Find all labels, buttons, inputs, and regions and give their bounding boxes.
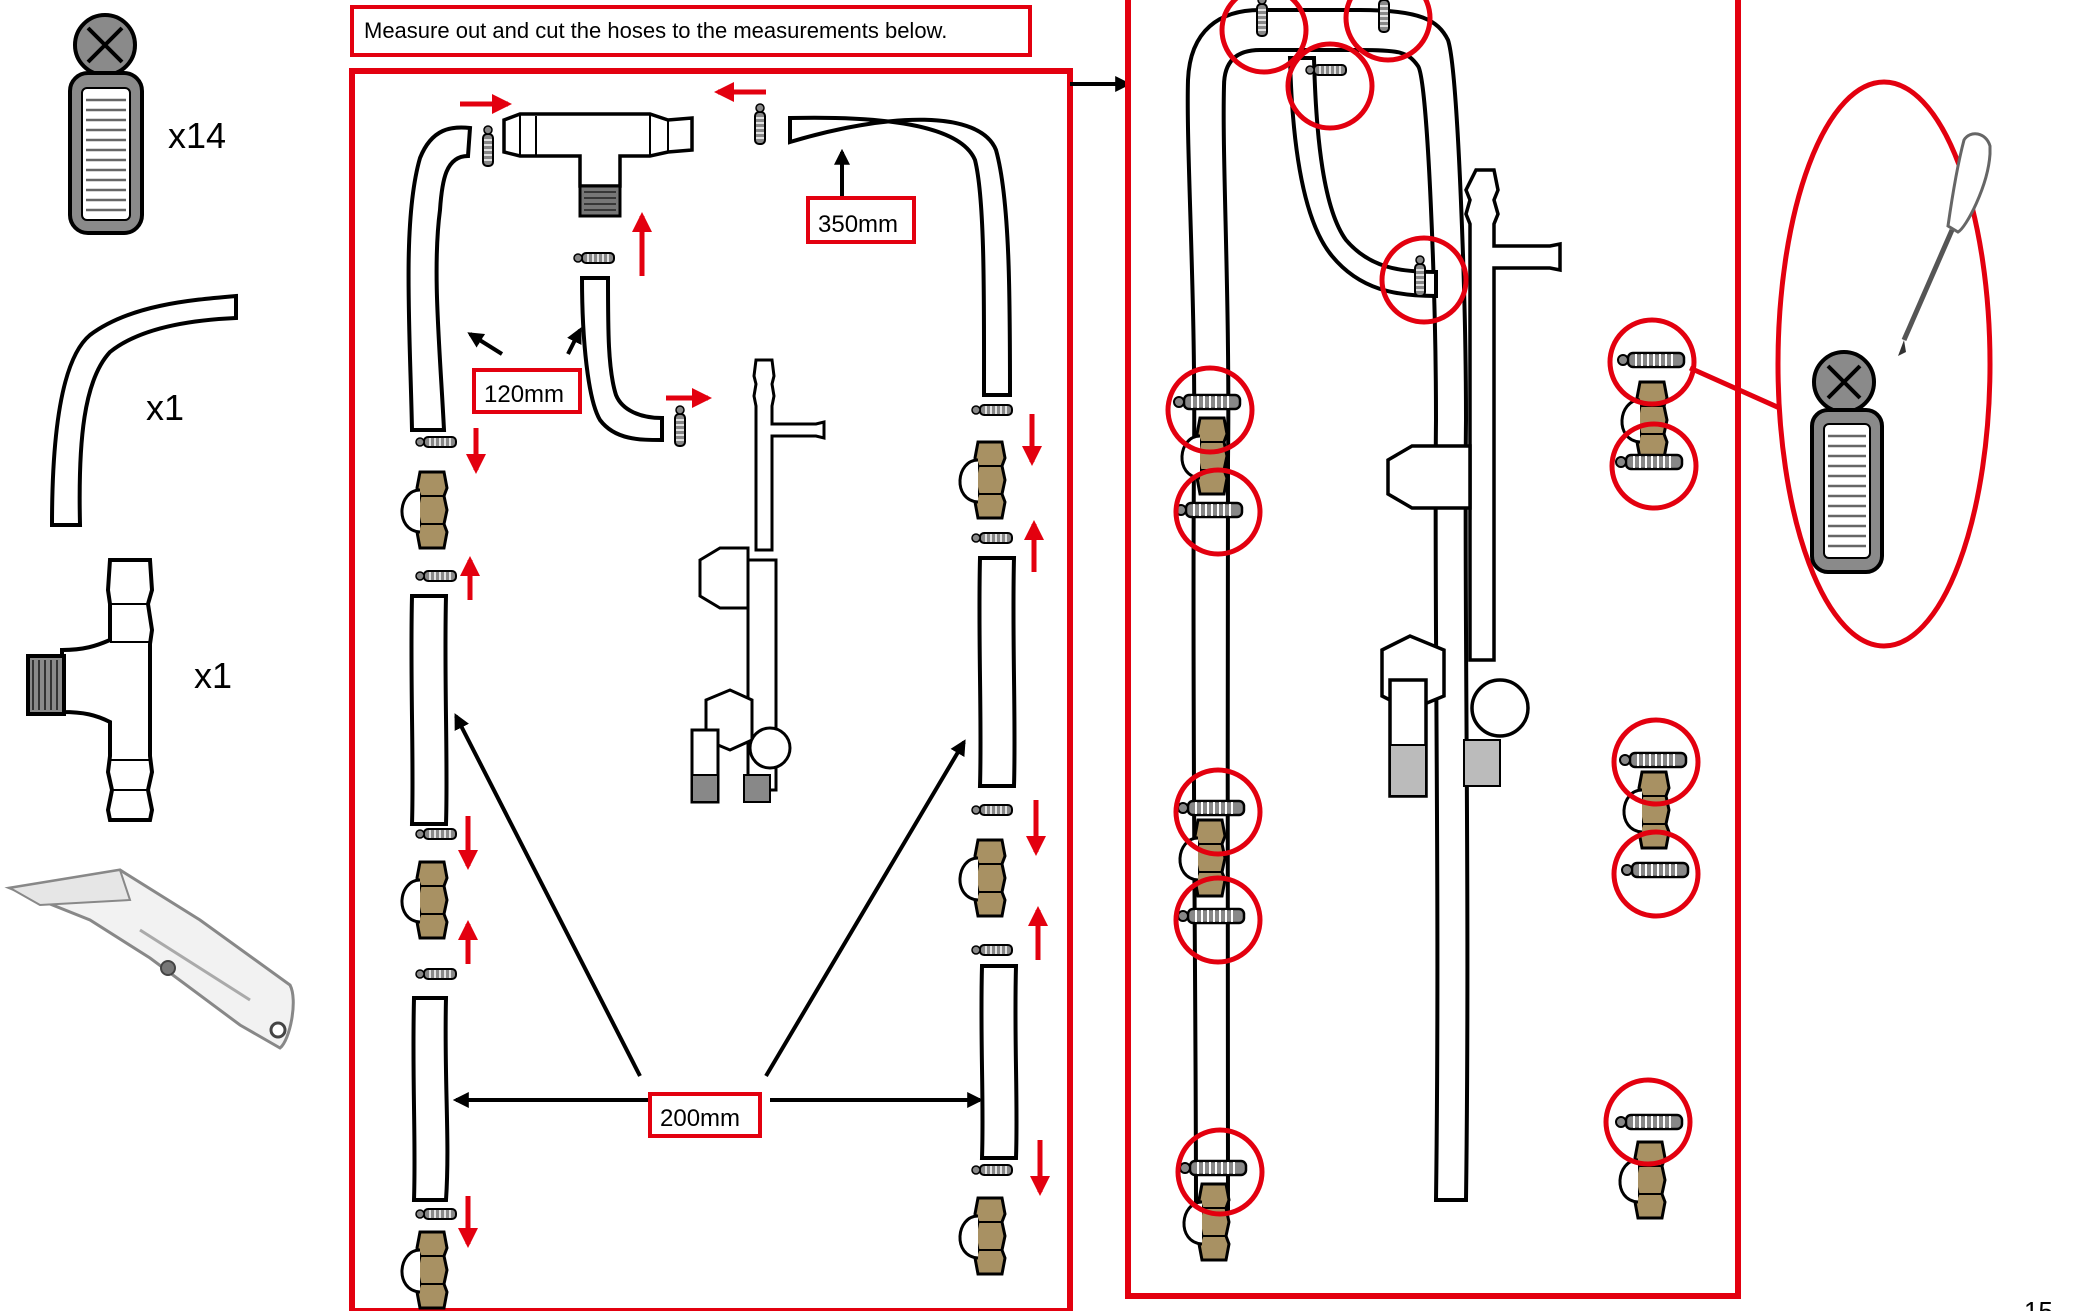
- tools-callout: [1775, 79, 1993, 649]
- red-direction-arrows: [458, 82, 1050, 1248]
- parts-list: x14 x1 x1: [4, 13, 295, 1050]
- measurement-label-120: 120mm: [472, 368, 582, 414]
- hose-segment: [788, 115, 1013, 397]
- page-number: 15: [2024, 1296, 2053, 1311]
- screw-clamp-icon: [1810, 350, 1884, 574]
- hose-segment: [579, 276, 664, 443]
- label-120mm: 120mm: [484, 381, 564, 408]
- tee-connector: [502, 112, 694, 218]
- hose-quantity: x1: [146, 387, 184, 428]
- cut-diagram-panel: 350mm 120mm 200mm: [349, 68, 1073, 1311]
- measurement-label-350: 350mm: [806, 196, 916, 244]
- clamp-highlight-circles: [1165, 0, 1701, 1217]
- utility-knife-icon: [4, 868, 295, 1050]
- valve-assembly: [690, 358, 826, 804]
- tee-connector-icon: [26, 558, 155, 822]
- assembled-hose: [1185, 8, 1470, 1212]
- hose-segment: [411, 996, 450, 1202]
- valve-assembly-assembled: [1380, 168, 1562, 798]
- hose-icon: [49, 293, 238, 527]
- inner-hose: [1287, 56, 1438, 299]
- screwdriver-icon: [1898, 132, 1992, 356]
- hose-segment: [977, 556, 1017, 788]
- hose-segment: [409, 594, 449, 826]
- tee-quantity: x1: [194, 655, 232, 696]
- assembled-panel: [1125, 0, 1741, 1299]
- measurement-arrows: [452, 148, 984, 1108]
- hose-clamp-icon: [68, 13, 144, 235]
- measurement-label-200: 200mm: [648, 1092, 762, 1138]
- label-350mm: 350mm: [818, 211, 898, 238]
- label-200mm: 200mm: [660, 1105, 740, 1132]
- hose-segment: [406, 125, 473, 432]
- instruction-box: Measure out and cut the hoses to the mea…: [350, 5, 1032, 57]
- hose-segment: [979, 964, 1019, 1160]
- callout-line: [1688, 365, 1786, 413]
- clamp-quantity: x14: [168, 115, 226, 156]
- instruction-text: Measure out and cut the hoses to the mea…: [364, 18, 947, 43]
